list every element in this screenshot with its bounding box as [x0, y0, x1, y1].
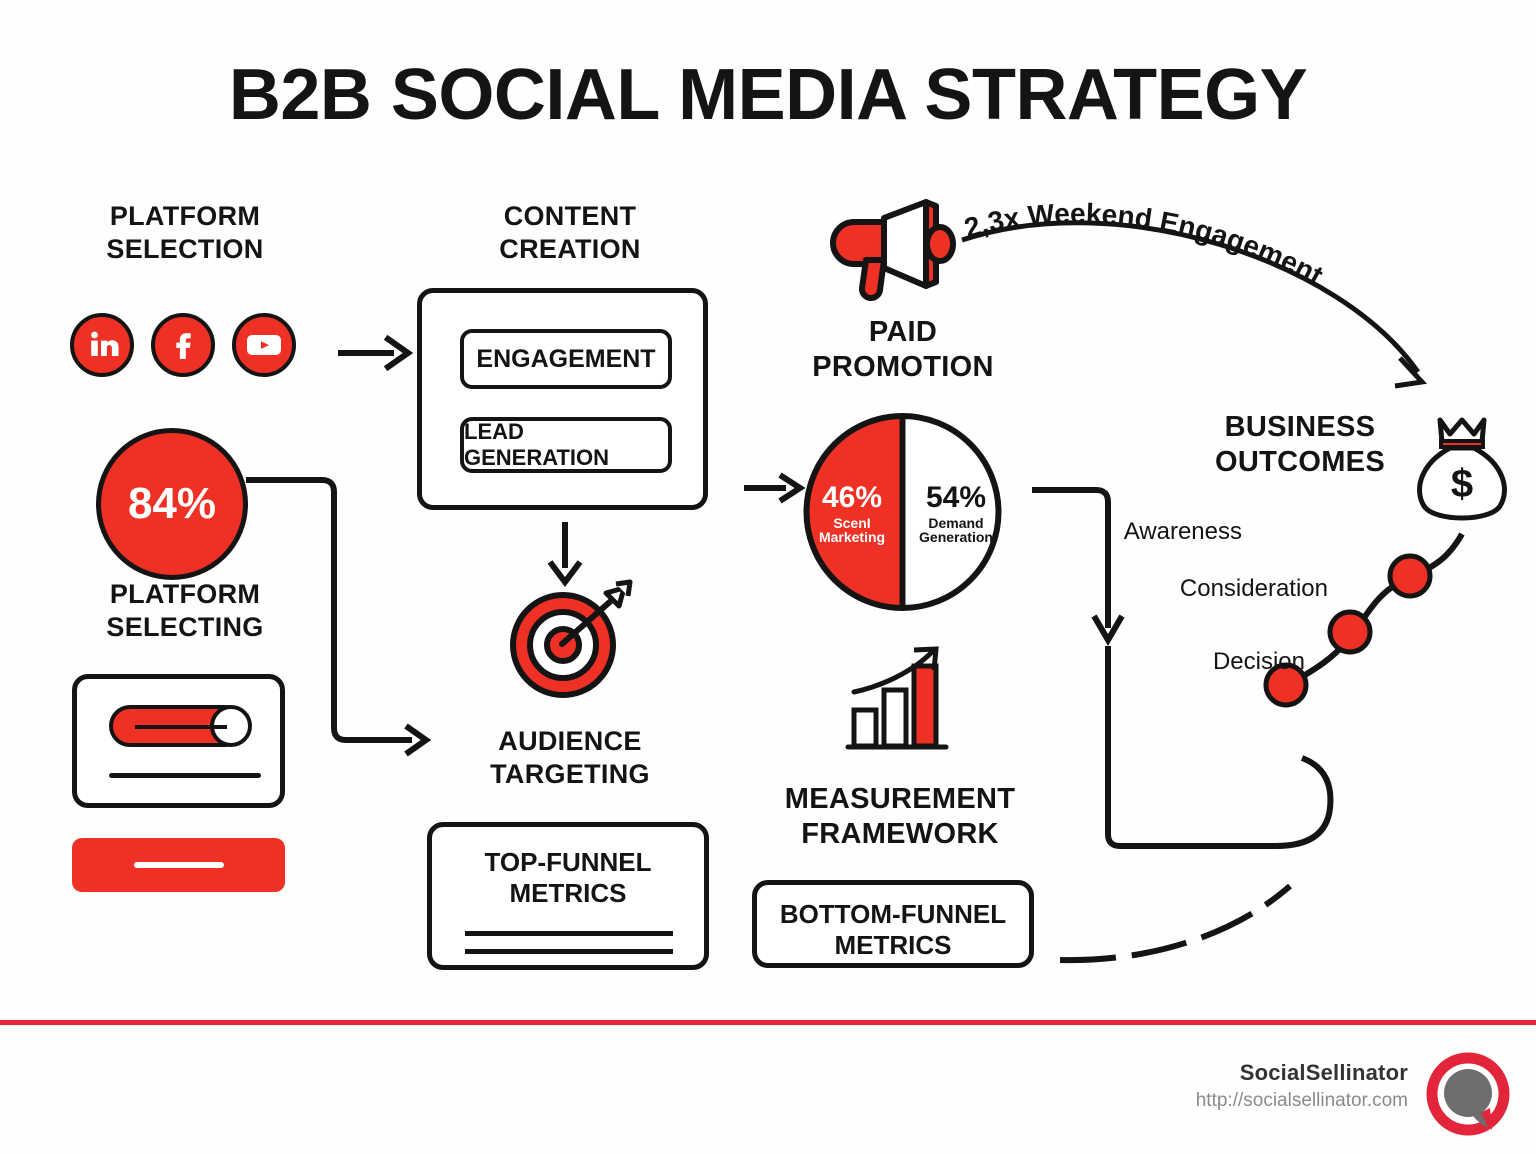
content-creation-card: ENGAGEMENT LEAD GENERATION [417, 288, 708, 510]
brand-name: SocialSellinator [1239, 1060, 1408, 1085]
funnel-label-awareness: Awareness [1123, 518, 1242, 545]
platform-selecting-stat: 84% [96, 428, 248, 580]
business-outcomes-curve [1263, 532, 1465, 708]
pie-slice-demand-generation [899, 413, 1002, 611]
paid-promotion-heading-line1: PAID [868, 316, 938, 348]
funnel-dot-awareness [1387, 553, 1433, 599]
content-creation-heading: CONTENT CREATION [420, 200, 720, 266]
facebook-icon[interactable] [151, 313, 215, 377]
top-funnel-metrics-label: TOP-FUNNEL METRICS [432, 847, 704, 908]
pie-name-scenl-marketing-line1: ScenI [833, 514, 871, 531]
youtube-icon[interactable] [232, 313, 296, 377]
cta-button-label-bar [134, 862, 224, 868]
funnel-dot-decision [1263, 662, 1309, 708]
pie-value-demand-generation: 54% [925, 481, 987, 514]
pie-label-scenl-marketing: 46% ScenI Marketing [807, 482, 897, 545]
bottom-funnel-metrics-line1: BOTTOM-FUNNEL [779, 899, 1007, 929]
paid-promotion-heading-line2: PROMOTION [812, 351, 994, 384]
top-funnel-metrics-line1: TOP-FUNNEL [484, 847, 652, 877]
measurement-framework-heading: MEASUREMENT FRAMEWORK [750, 782, 1050, 853]
platform-settings-card[interactable] [72, 674, 285, 808]
footer-separator [0, 1020, 1536, 1025]
settings-line [109, 773, 261, 778]
arrow-platforms-to-content [338, 334, 414, 372]
socialsellinator-logo [1426, 1052, 1510, 1136]
page-title: B2B SOCIAL MEDIA STRATEGY [228, 55, 1308, 135]
content-creation-heading-line1: CONTENT [503, 201, 637, 231]
audience-targeting-heading: AUDIENCE TARGETING [420, 725, 720, 791]
measurement-framework-heading-line1: MEASUREMENT [784, 783, 1016, 815]
svg-text:$: $ [1451, 462, 1473, 506]
pie-value-scenl-marketing: 46% [821, 481, 883, 514]
top-funnel-metrics-line2: METRICS [509, 877, 627, 908]
connector-paid-to-outcomes [1032, 487, 1334, 849]
weekend-engagement-annotation: 2,3x Weekend Engagement [961, 198, 1428, 389]
bottom-funnel-metrics-label: BOTTOM-FUNNEL METRICS [757, 899, 1029, 960]
platform-selection-heading-line1: PLATFORM [109, 201, 261, 231]
footer-brand: SocialSellinator http://socialsellinator… [1196, 1060, 1408, 1112]
pie-svg [803, 413, 1002, 611]
platform-selection-heading: PLATFORM SELECTION [40, 200, 330, 266]
platform-selecting-heading-line1: PLATFORM [109, 579, 261, 609]
bottom-funnel-metrics-card[interactable]: BOTTOM-FUNNEL METRICS [752, 880, 1034, 968]
audience-targeting-heading-line1: AUDIENCE [498, 726, 642, 756]
brand-url[interactable]: http://socialsellinator.com [1195, 1090, 1408, 1111]
content-item-lead-generation[interactable]: LEAD GENERATION [460, 417, 672, 473]
arrow-audience-to-paid [744, 472, 806, 504]
platform-selection-heading-line2: SELECTION [106, 233, 264, 264]
business-outcomes-heading: BUSINESS OUTCOMES [1160, 410, 1440, 481]
weekend-engagement-text: 2,3x Weekend Engagement [961, 198, 1328, 291]
social-platform-icons [70, 313, 296, 377]
content-creation-heading-line2: CREATION [499, 233, 641, 264]
bottom-funnel-metrics-line2: METRICS [834, 929, 952, 960]
cta-button[interactable] [72, 838, 285, 892]
funnel-label-consideration: Consideration [1179, 575, 1328, 602]
pie-name-demand-generation-line1: Demand [928, 514, 984, 531]
business-outcomes-heading-line2: OUTCOMES [1215, 446, 1385, 479]
megaphone-icon [830, 199, 956, 301]
paid-promotion-heading: PAID PROMOTION [788, 315, 1018, 386]
connector-stat-to-audience [246, 477, 432, 757]
dashed-connector-bottom-funnel [1059, 883, 1292, 964]
top-funnel-line-2 [465, 949, 673, 954]
pie-name-scenl-marketing-line2: Marketing [818, 529, 886, 546]
content-item-engagement[interactable]: ENGAGEMENT [460, 329, 672, 389]
top-funnel-line-1 [465, 931, 673, 936]
pie-slice-scenl-marketing [803, 413, 906, 611]
toggle-switch[interactable] [109, 705, 252, 747]
funnel-dot-consideration [1327, 609, 1373, 655]
platform-selecting-heading: PLATFORM SELECTING [40, 578, 330, 644]
toggle-track-line [135, 725, 227, 729]
business-outcomes-heading-line1: BUSINESS [1224, 411, 1376, 443]
content-item-lead-generation-label: LEAD GENERATION [464, 419, 610, 470]
paid-promotion-pie-chart: 46% ScenI Marketing 54% Demand Generatio… [795, 412, 1010, 612]
audience-targeting-heading-line2: TARGETING [490, 758, 650, 789]
funnel-label-decision: Decision [1212, 648, 1305, 675]
top-funnel-metrics-card[interactable]: TOP-FUNNEL METRICS [427, 822, 709, 970]
arrow-content-to-audience [547, 522, 583, 587]
measurement-framework-heading-line2: FRAMEWORK [801, 818, 999, 851]
platform-selecting-stat-value: 84% [127, 479, 217, 528]
pie-label-demand-generation: 54% Demand Generation [908, 482, 1004, 545]
money-bag-icon: $ [1417, 417, 1507, 521]
linkedin-icon[interactable] [70, 313, 134, 377]
growth-bar-chart-icon [845, 646, 949, 750]
pie-name-demand-generation-line2: Generation [919, 529, 993, 546]
platform-selecting-heading-line2: SELECTING [106, 611, 264, 642]
content-item-engagement-label: ENGAGEMENT [476, 344, 656, 373]
target-icon [510, 579, 633, 698]
